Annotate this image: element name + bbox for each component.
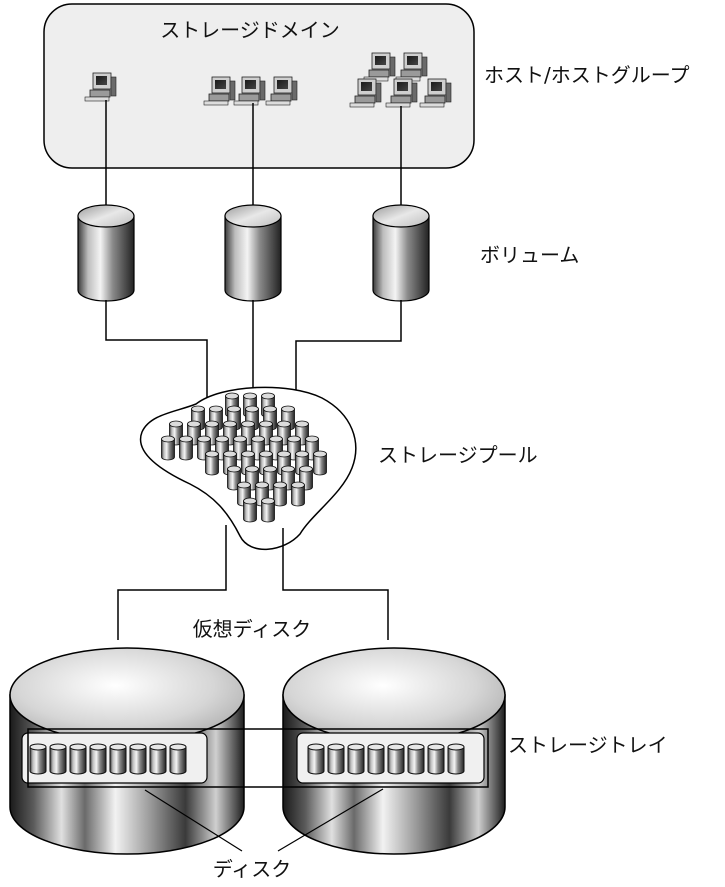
pool-vdisk-connectors [117, 525, 389, 640]
disk-callout-lines [144, 788, 384, 852]
host-volume-connectors [105, 100, 402, 208]
volume-pool-connectors [105, 300, 402, 405]
disk-label: ディスク [213, 857, 292, 881]
storage-pool-label: ストレージプール [378, 443, 538, 467]
hosts-label: ホスト/ホストグループ [484, 63, 690, 87]
host-group-small-icon [203, 76, 298, 106]
storage-domain-label: ストレージドメイン [160, 18, 340, 42]
volume-cylinder-3 [372, 204, 430, 302]
volume-cylinder-1 [77, 204, 135, 302]
virtual-disk-label: 仮想ディスク [193, 617, 312, 641]
volumes-label: ボリューム [480, 243, 579, 267]
disk-group-outline [27, 728, 489, 788]
storage-tray-label: ストレージトレイ [508, 733, 668, 757]
volume-cylinder-2 [224, 204, 282, 302]
